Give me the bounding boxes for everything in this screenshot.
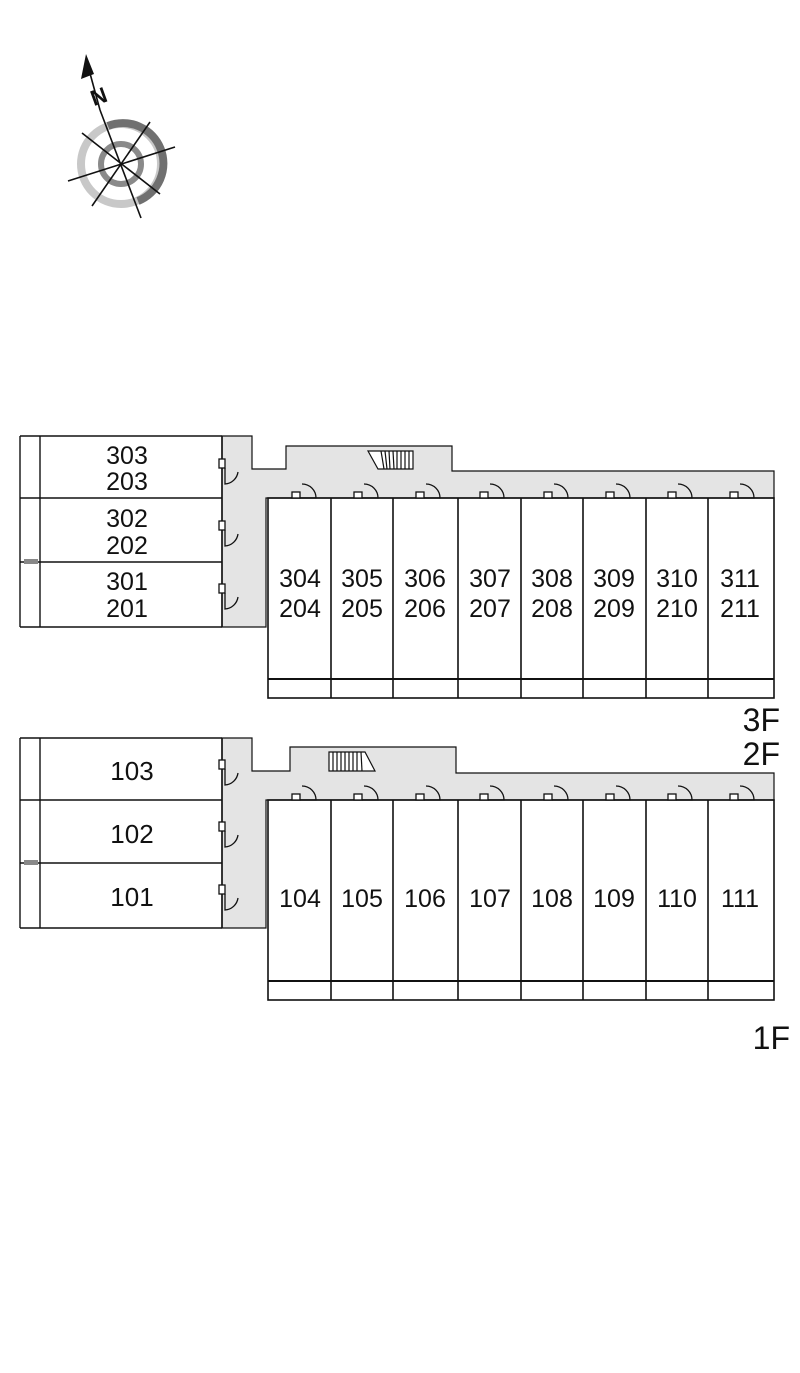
unit-302: 302	[106, 505, 148, 533]
door-icon	[353, 483, 379, 499]
unit-202: 202	[106, 532, 148, 560]
door-icon	[729, 785, 755, 801]
unit-311: 311	[720, 565, 760, 593]
door-icon	[479, 785, 505, 801]
door-icon	[605, 785, 631, 801]
upper-floors-plan: 303 203 302 202 301 201 304 204 305 205	[19, 435, 780, 772]
unit-104: 104	[279, 885, 321, 913]
door-icon	[415, 785, 441, 801]
upper-left-doors	[218, 458, 239, 610]
unit-204: 204	[279, 595, 321, 623]
upper-right-doors	[291, 483, 755, 499]
ground-right-unit-labels: 104 105 106 107 108 109 110 111	[279, 885, 759, 913]
floor-label-1f: 1F	[753, 1020, 790, 1056]
compass-needles	[67, 109, 176, 219]
upper-corridor	[221, 435, 775, 628]
upper-right-walls	[330, 498, 709, 698]
unit-105: 105	[341, 885, 383, 913]
door-icon	[291, 483, 317, 499]
door-icon	[218, 583, 239, 610]
upper-left-notch	[24, 559, 38, 564]
unit-209: 209	[593, 595, 635, 623]
door-icon	[729, 483, 755, 499]
unit-211: 211	[720, 595, 760, 623]
ground-floor-plan: 103 102 101 104 105 106 107 108 109 110 …	[19, 737, 790, 1056]
unit-307: 307	[469, 565, 511, 593]
unit-304: 304	[279, 565, 321, 593]
door-icon	[218, 520, 239, 547]
unit-207: 207	[469, 595, 511, 623]
unit-308: 308	[531, 565, 573, 593]
compass-north-letter: N	[87, 82, 110, 111]
unit-109: 109	[593, 885, 635, 913]
compass-inner-ring	[98, 141, 144, 187]
door-icon	[291, 785, 317, 801]
unit-111: 111	[721, 885, 759, 913]
ground-right-doors	[291, 785, 755, 801]
ground-right-walls	[330, 800, 709, 1000]
door-icon	[543, 785, 569, 801]
door-icon	[479, 483, 505, 499]
floor-label-2f: 2F	[743, 736, 780, 772]
unit-110: 110	[657, 885, 697, 913]
compass: N	[67, 54, 176, 219]
door-icon	[218, 458, 239, 485]
stair-icon	[328, 751, 376, 772]
unit-106: 106	[404, 885, 446, 913]
door-icon	[218, 759, 239, 786]
unit-208: 208	[531, 595, 573, 623]
unit-305: 305	[341, 565, 383, 593]
door-icon	[667, 785, 693, 801]
door-icon	[353, 785, 379, 801]
unit-108: 108	[531, 885, 573, 913]
compass-ring-dark	[106, 119, 168, 205]
unit-309: 309	[593, 565, 635, 593]
door-icon	[218, 884, 239, 911]
door-icon	[605, 483, 631, 499]
unit-206: 206	[404, 595, 446, 623]
unit-103: 103	[110, 756, 153, 786]
unit-101: 101	[110, 882, 153, 912]
unit-102: 102	[110, 819, 153, 849]
unit-210: 210	[656, 595, 698, 623]
floor-label-3f: 3F	[743, 702, 780, 738]
north-arrow-shaft	[87, 65, 101, 111]
unit-107: 107	[469, 885, 511, 913]
unit-205: 205	[341, 595, 383, 623]
stair-icon	[366, 450, 414, 470]
door-icon	[218, 821, 239, 848]
ground-left-unit-labels: 103 102 101	[110, 756, 153, 912]
upper-right-unit-labels: 304 204 305 205 306 206 307 207 308 208 …	[279, 565, 760, 623]
unit-203: 203	[106, 468, 148, 496]
door-icon	[415, 483, 441, 499]
door-icon	[667, 483, 693, 499]
ground-left-notch	[24, 860, 38, 865]
unit-303: 303	[106, 442, 148, 470]
unit-301: 301	[106, 568, 148, 596]
ground-corridor	[221, 737, 775, 929]
door-icon	[543, 483, 569, 499]
unit-201: 201	[106, 595, 148, 623]
upper-left-unit-labels: 303 203 302 202 301 201	[106, 442, 148, 623]
unit-310: 310	[656, 565, 698, 593]
unit-306: 306	[404, 565, 446, 593]
ground-left-doors	[218, 759, 239, 911]
